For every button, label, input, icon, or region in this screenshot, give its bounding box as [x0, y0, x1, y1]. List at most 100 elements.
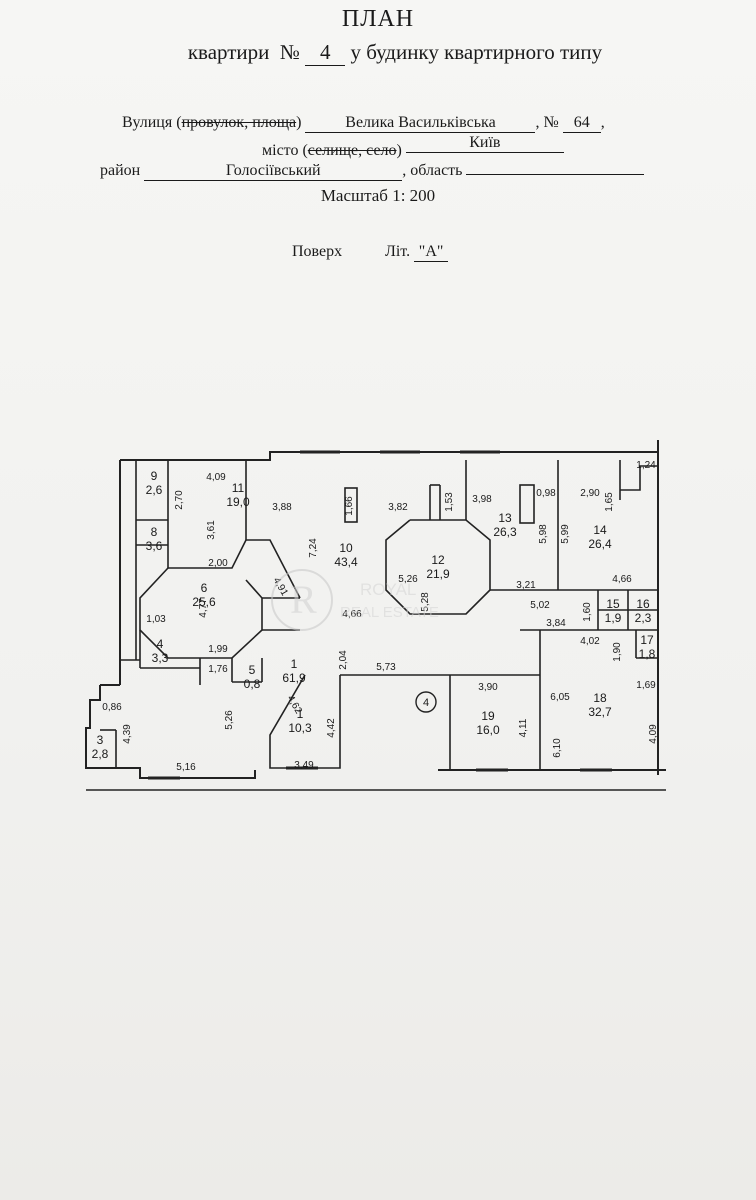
dimension-label: 5,16 [176, 762, 196, 773]
room-area: 2,6 [146, 483, 163, 497]
room-number: 3 [97, 733, 104, 747]
dimension-label: 4,42 [326, 718, 337, 738]
dimension-label: 5,98 [538, 524, 549, 544]
room-area: 10,3 [288, 721, 312, 735]
dimension-label: 4,91 [271, 576, 290, 599]
dimension-label: 4,09 [206, 472, 226, 483]
room-area: 43,4 [334, 555, 358, 569]
house-value: 64 [562, 114, 601, 133]
street-value: Велика Васильківська [305, 114, 536, 133]
window-marks [148, 450, 612, 780]
district-line: район Голосіївський, область [100, 162, 645, 181]
dimension-label: 3,98 [472, 494, 492, 505]
house-label: , № [535, 114, 559, 131]
room-area: 2,8 [92, 747, 109, 761]
dimension-label: 1,69 [636, 680, 656, 691]
room-number: 16 [636, 597, 650, 611]
lit-line: Літ. "А" [385, 243, 449, 262]
city-alt-struck: селище, село [307, 142, 397, 159]
room-area: 3,6 [146, 539, 163, 553]
region-label: , область [402, 162, 463, 179]
room-number: 1 [297, 707, 304, 721]
region-value [466, 174, 645, 175]
number-sign: № [279, 40, 300, 64]
room-area: 19,0 [226, 495, 250, 509]
dimension-label: 5,99 [560, 524, 571, 544]
dimension-label: 5,73 [376, 662, 396, 673]
dimension-label: 1,60 [582, 602, 593, 622]
dimension-label: 5,28 [420, 592, 431, 612]
dimension-label: 3,88 [272, 502, 292, 513]
apartment-number: 4 [305, 40, 346, 66]
dimension-label: 4,66 [342, 609, 362, 620]
dimension-label: 2,90 [580, 488, 600, 499]
dimension-label: 1,03 [146, 614, 166, 625]
room-number: 13 [498, 511, 512, 525]
dimension-label: 1,90 [612, 642, 623, 662]
room-area: 32,7 [588, 705, 612, 719]
room-area: 21,9 [426, 567, 450, 581]
dimension-label: 3,90 [478, 682, 498, 693]
room-area: 1,8 [639, 647, 656, 661]
room-number: 10 [339, 541, 353, 555]
dimension-label: 4,02 [580, 636, 600, 647]
dimension-label: 6,10 [552, 738, 563, 758]
street-label: Вулиця [122, 114, 173, 131]
room-number: 18 [593, 691, 607, 705]
room-area: 2,3 [635, 611, 652, 625]
street-alt-struck: провулок, площа [181, 114, 297, 131]
dimension-label: 7,24 [308, 538, 319, 558]
city-paren-close: ) [396, 142, 402, 159]
document-title: ПЛАН [341, 6, 415, 32]
outer-walls [85, 440, 666, 791]
room-number: 6 [201, 581, 208, 595]
dimension-label: 1,24 [636, 460, 656, 471]
dimension-label: 6,05 [550, 692, 570, 703]
dimension-label: 2,04 [338, 650, 349, 670]
room-number: 19 [481, 709, 495, 723]
subtitle-prefix: квартири [187, 40, 270, 64]
street-paren-close: ) [296, 114, 302, 131]
room-number: 11 [232, 481, 245, 495]
house-suffix: , [600, 114, 605, 131]
stair-marker-circle [415, 691, 437, 713]
room-number: 9 [151, 469, 158, 483]
dimension-label: 3,61 [206, 520, 217, 540]
room-number: 4 [157, 637, 164, 651]
city-value: Київ [405, 134, 564, 153]
dimension-label: 1,99 [208, 644, 228, 655]
room-area: 0,8 [244, 677, 261, 691]
dimension-label: 2,00 [208, 558, 228, 569]
dimension-label: 2,70 [174, 490, 185, 510]
room-area: 26,3 [493, 525, 517, 539]
dimension-label: 4,77 [198, 598, 209, 618]
dimension-label: 4,66 [612, 574, 632, 585]
room-area: 25,6 [192, 595, 216, 609]
dimension-label: 5,02 [530, 600, 550, 611]
room-number: 1 [291, 657, 298, 671]
lit-value: "А" [414, 243, 449, 262]
dimension-label: 0,98 [536, 488, 556, 499]
street-line: Вулиця (провулок, площа) Велика Василькі… [122, 114, 605, 133]
scale-text: Масштаб 1: 200 [320, 186, 436, 205]
document-subtitle: квартири № 4 у будинку квартирного типу [0, 40, 756, 66]
dimension-label: 5,26 [398, 574, 418, 585]
room-number: 8 [151, 525, 158, 539]
dimension-label: 1,53 [444, 492, 455, 512]
room-area: 16,0 [476, 723, 500, 737]
street-paren-open: ( [176, 114, 182, 131]
dimension-label: 3,21 [516, 580, 536, 591]
floor-label: Поверх [292, 243, 343, 260]
city-line: місто (селище, село) Київ [262, 134, 564, 160]
dimension-label: 3,82 [388, 502, 408, 513]
subtitle-suffix: у будинку квартирного типу [350, 40, 603, 64]
dimension-label: 1,66 [344, 496, 355, 516]
dimension-label: 1,76 [208, 664, 228, 675]
stair-marker-label: 4 [423, 697, 429, 709]
room-area: 1,9 [605, 611, 622, 625]
lit-label: Літ. [385, 243, 411, 260]
dimension-label: 4,11 [518, 718, 529, 737]
room-number: 15 [606, 597, 620, 611]
dimension-label: 0,86 [102, 702, 122, 713]
